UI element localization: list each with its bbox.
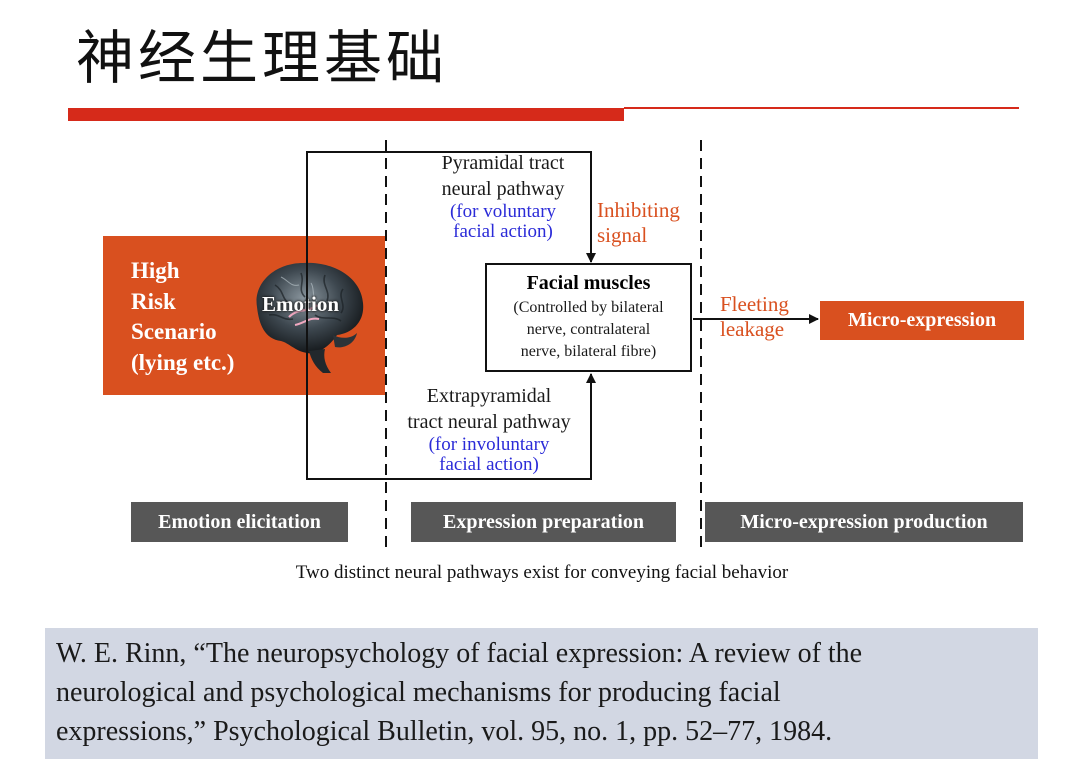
facial-desc-line-3: nerve, bilateral fibre) — [520, 343, 657, 360]
fleeting-line-2: leakage — [720, 317, 785, 341]
diagram-caption: Two distinct neural pathways exist for c… — [295, 562, 789, 583]
fleeting-line-1: Fleeting — [720, 292, 789, 316]
trigger-line-1: High — [131, 258, 180, 283]
high-risk-scenario-text: High Risk Scenario (lying etc.) — [131, 256, 234, 378]
reference-text: W. E. Rinn, “The neuropsychology of faci… — [56, 634, 1028, 751]
title-underline-thin — [624, 107, 1019, 109]
micro-expression-box: Micro-expression — [820, 301, 1024, 340]
extrapyramidal-sub-2: facial action) — [439, 454, 539, 475]
emotion-label: Emotion — [262, 292, 340, 316]
stage-emotion-elicitation: Emotion elicitation — [131, 502, 348, 542]
fleeting-leakage-label: Fleeting leakage — [720, 292, 789, 342]
pyramidal-sub-1: (for voluntary — [449, 201, 557, 222]
trigger-line-2: Risk — [131, 288, 176, 314]
facial-muscles-title: Facial muscles — [526, 272, 651, 294]
facial-muscles-box: Facial muscles (Controlled by bilateral … — [485, 263, 692, 372]
pyramidal-path-line — [306, 151, 596, 375]
reference-box: W. E. Rinn, “The neuropsychology of faci… — [45, 628, 1038, 759]
pyramidal-line-1: Pyramidal tract — [441, 152, 565, 174]
pyramidal-pathway-label: Pyramidal tract neural pathway (for volu… — [409, 150, 597, 242]
stage-expression-preparation: Expression preparation — [411, 502, 676, 542]
trigger-line-3: Scenario — [131, 319, 217, 344]
stage-dividers — [385, 140, 702, 548]
reference-line-2: neurological and psychological mechanism… — [56, 677, 781, 708]
facial-desc-line-1: (Controlled by bilateral — [513, 299, 664, 316]
trigger-line-4: (lying etc.) — [131, 349, 235, 375]
pyramidal-line-2: neural pathway — [441, 178, 565, 200]
extrapyramidal-path-line — [306, 373, 596, 480]
inhibiting-line-1: Inhibiting — [597, 198, 680, 222]
reference-line-1: W. E. Rinn, “The neuropsychology of faci… — [56, 638, 863, 669]
brain-icon — [256, 262, 364, 373]
extrapyramidal-pathway-label: Extrapyramidal tract neural pathway (for… — [386, 383, 592, 475]
extrapyramidal-sub-1: (for involuntary — [428, 434, 550, 455]
slide-title: 神经生理基础 — [76, 24, 449, 92]
reference-line-3: expressions,” Psychological Bulletin, vo… — [56, 716, 833, 747]
extrapyramidal-line-1: Extrapyramidal — [426, 385, 552, 407]
extrapyramidal-line-2: tract neural pathway — [407, 411, 571, 433]
facial-muscles-description: (Controlled by bilateral nerve, contrala… — [487, 297, 690, 363]
stage-micro-expression-production: Micro-expression production — [705, 502, 1023, 542]
title-underline-thick — [68, 108, 624, 121]
facial-desc-line-2: nerve, contralateral — [526, 321, 651, 338]
inhibiting-line-2: signal — [597, 223, 648, 247]
inhibiting-signal-label: Inhibiting signal — [597, 198, 680, 248]
pyramidal-sub-2: facial action) — [453, 221, 553, 242]
